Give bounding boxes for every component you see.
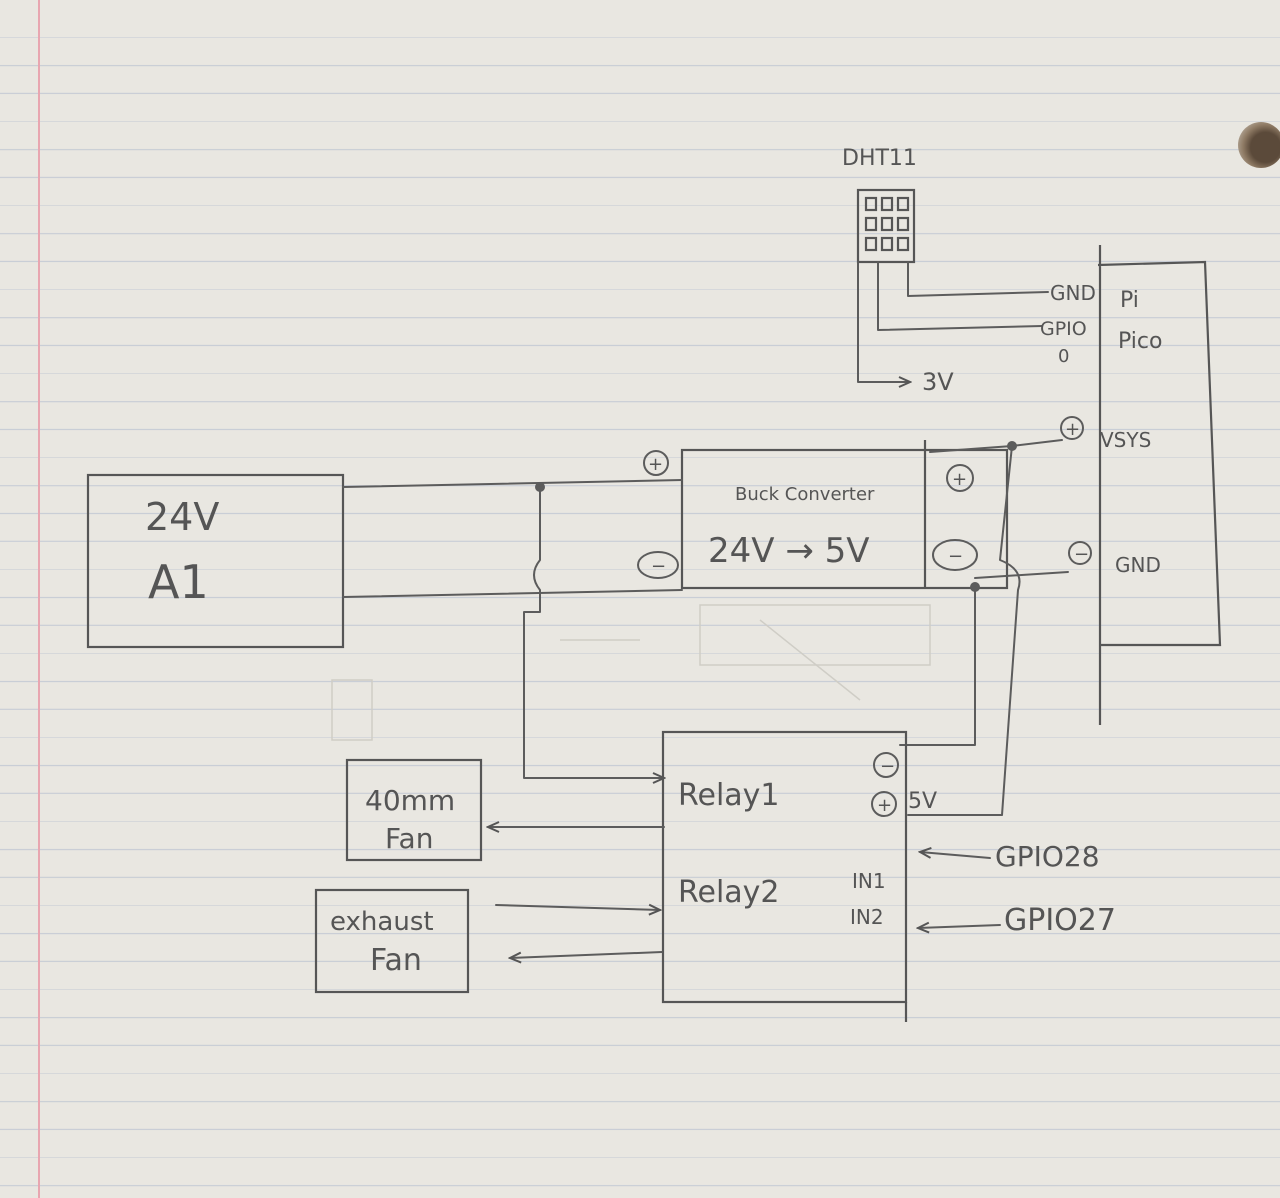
vsys-label: VSYS [1100,428,1151,452]
relay2-label: Relay2 [678,875,780,910]
exhaust-fan-label: Fan [370,943,422,978]
relay1-label: Relay1 [678,778,780,813]
gpio0-label: GPIO [1040,318,1087,340]
relay-5v: 5V [908,789,937,814]
buck-in-minus: − [651,556,666,577]
buck-out-plus: + [952,469,967,490]
erased-marks [331,604,931,741]
fan40-size: 40mm [365,784,455,817]
punch-hole [1238,122,1280,168]
fan-40mm: 40mm Fan [345,758,665,862]
relay-minus: − [880,756,895,777]
vsys-plus: + [1065,419,1080,440]
gnd-minus-pin [1068,541,1092,565]
gnd-mid-label: GND [1115,553,1161,577]
exhaust-label: exhaust [330,907,434,937]
in1-label: IN1 [852,869,886,893]
gpio28-label: GPIO28 [995,840,1100,873]
vsys-plus-pin [1060,416,1084,440]
supply-name: A1 [148,555,209,609]
power-supply-24v: 24V A1 [86,473,345,649]
gpio0-number: 0 [1058,346,1069,367]
power-wires [342,439,1069,816]
v3-label: 3V [922,368,954,396]
pi-pico: Pi Pico [1097,245,1222,725]
dht-wires [857,261,1049,382]
buck-in-plus: + [648,454,663,475]
exhaust-fan: exhaust Fan [314,888,663,994]
pico-label: Pico [1118,329,1162,354]
fan40-name: Fan [385,822,433,855]
buck-converter: Buck Converter 24V → 5V + − + − [637,440,1009,590]
buck-out-minus: − [948,546,963,567]
gpio-inputs [918,852,1001,928]
gpio27-label: GPIO27 [1004,903,1116,938]
pi-label: Pi [1120,288,1139,313]
relay-plus: + [877,795,892,816]
in2-label: IN2 [850,905,884,929]
relay-module: Relay1 Relay2 − + 5V IN1 IN2 [661,730,937,1022]
dht-label: DHT11 [842,146,917,171]
dht11-sensor: DHT11 [842,146,917,264]
buck-title: Buck Converter [735,484,875,505]
supply-voltage: 24V [145,495,219,539]
margin-line [38,0,40,1198]
buck-main: 24V → 5V [708,531,870,571]
gnd-minus: − [1074,544,1089,565]
gnd-top-label: GND [1050,281,1096,305]
